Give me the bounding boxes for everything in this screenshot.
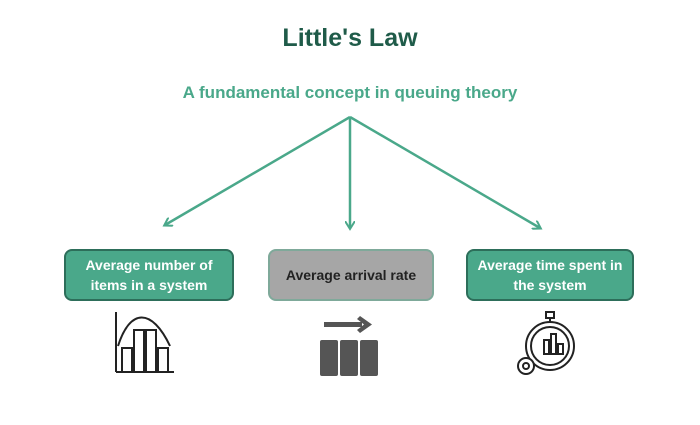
box-average-items: Average number of items in a system xyxy=(64,249,234,301)
box-arrival-rate: Average arrival rate xyxy=(268,249,434,301)
box-time-spent: Average time spent in the system xyxy=(466,249,634,301)
arrival-arrow-icon xyxy=(320,316,378,376)
stopwatch-gear-icon xyxy=(517,311,575,375)
diagram-subtitle: A fundamental concept in queuing theory xyxy=(182,83,518,102)
diagram-title: Little's Law xyxy=(282,24,418,52)
bar-chart-bell-curve-icon xyxy=(115,312,174,373)
arrow-right xyxy=(349,115,540,228)
arrow-left xyxy=(165,115,351,225)
